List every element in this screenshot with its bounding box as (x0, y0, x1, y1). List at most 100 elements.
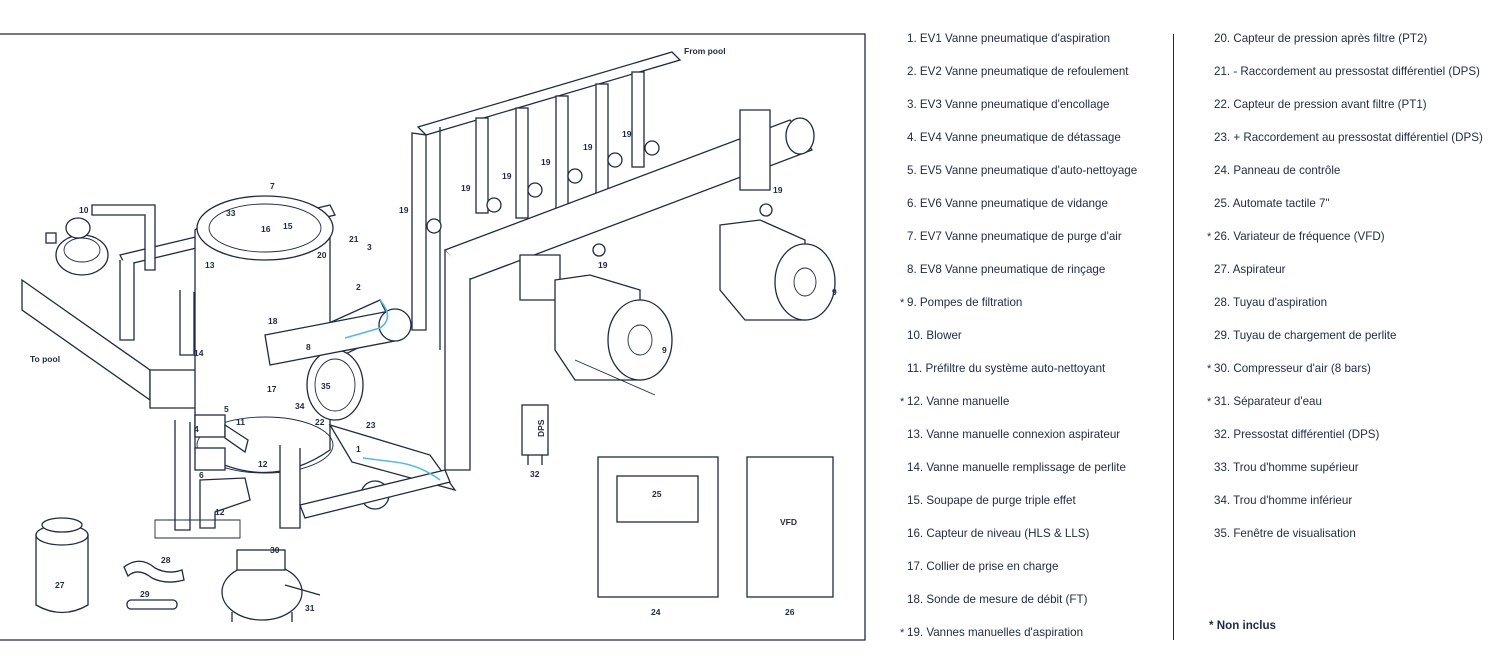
label-n19-e: 19 (583, 142, 593, 152)
control-panel (597, 456, 719, 598)
legend-column-2: 20. Capteur de pression après filtre (PT… (1207, 22, 1492, 550)
legend-item-text: 22. Capteur de pression avant filtre (PT… (1214, 98, 1427, 111)
label-n4: 4 (194, 424, 199, 434)
flow-arrow-upper (344, 299, 389, 339)
vfd-cabinet (746, 456, 834, 598)
legend-item: 16. Capteur de niveau (HLS & LLS) (900, 517, 1165, 550)
label-n3: 3 (367, 242, 372, 252)
label-n19-h: 19 (773, 185, 783, 195)
filter-tank (194, 195, 457, 529)
legend-item-text: 34. Trou d'homme inférieur (1214, 494, 1353, 507)
label-n32: 32 (530, 469, 540, 479)
label-n25: 25 (652, 489, 662, 499)
air-compressor (221, 549, 321, 622)
legend-item: 3. EV3 Vanne pneumatique d'encollage (900, 88, 1165, 121)
legend-footnote: * Non inclus (1209, 619, 1276, 632)
label-n6: 6 (199, 470, 204, 480)
legend-item-text: 17. Collier de prise en charge (907, 560, 1059, 573)
legend-item-text: 26. Variateur de fréquence (VFD) (1214, 230, 1385, 243)
legend-item: 11. Préfiltre du système auto-nettoyant (900, 352, 1165, 385)
legend-item-text: 3. EV3 Vanne pneumatique d'encollage (907, 98, 1110, 111)
legend-item-mark: * (1207, 231, 1212, 243)
legend-item-text: 20. Capteur de pression après filtre (PT… (1214, 32, 1428, 45)
legend-item-text: 15. Soupape de purge triple effet (907, 494, 1076, 507)
label-n14: 14 (194, 348, 204, 358)
flow-arrow-lower (362, 457, 441, 481)
legend-item-text: 32. Pressostat différentiel (DPS) (1214, 428, 1380, 441)
label-vfd-box: VFD (780, 517, 797, 527)
legend-item: 2. EV2 Vanne pneumatique de refoulement (900, 55, 1165, 88)
legend-item-text: 30. Compresseur d'air (8 bars) (1214, 362, 1371, 375)
diagram-frame (0, 33, 866, 641)
legend-item-text: 5. EV5 Vanne pneumatique d'auto-nettoyag… (907, 164, 1138, 177)
label-n13: 13 (205, 260, 215, 270)
label-n20: 20 (317, 250, 327, 260)
legend-column-1: 1. EV1 Vanne pneumatique d'aspiration 2. … (900, 22, 1165, 649)
legend-item-text: 6. EV6 Vanne pneumatique de vidange (907, 197, 1108, 210)
label-n28: 28 (161, 555, 171, 565)
label-n26: 26 (785, 607, 795, 617)
label-n19-a: 19 (399, 205, 409, 215)
legend-item-text: 25. Automate tactile 7" (1214, 197, 1330, 210)
legend-item: 35. Fenêtre de visualisation (1207, 517, 1492, 550)
legend-item: 20. Capteur de pression après filtre (PT… (1207, 22, 1492, 55)
legend-item-text: 13. Vanne manuelle connexion aspirateur (907, 428, 1121, 441)
legend-item-text: 21. - Raccordement au pressostat différe… (1214, 65, 1480, 78)
label-n11: 11 (236, 417, 245, 427)
legend-item: *31. Séparateur d'eau (1207, 385, 1492, 418)
legend-item: *12. Vanne manuelle (900, 385, 1165, 418)
label-n2: 2 (356, 282, 361, 292)
label-n30: 30 (270, 545, 280, 555)
legend-item: 27. Aspirateur (1207, 253, 1492, 286)
legend-item-text: 33. Trou d'homme supérieur (1214, 461, 1359, 474)
legend-item-text: 4. EV4 Vanne pneumatique de détassage (907, 131, 1121, 144)
label-n27: 27 (55, 580, 65, 590)
legend-item-mark: * (900, 396, 905, 408)
legend-item: 18. Sonde de mesure de débit (FT) (900, 583, 1165, 616)
label-n33: 33 (226, 208, 236, 218)
legend-item: 10. Blower (900, 319, 1165, 352)
blower (45, 204, 156, 276)
label-n31: 31 (305, 603, 315, 613)
label-dps-box: DPS (536, 419, 546, 437)
label-n9-front: 9 (662, 345, 667, 355)
legend-item-mark: * (1207, 396, 1212, 408)
legend-item: 22. Capteur de pression avant filtre (PT… (1207, 88, 1492, 121)
legend-item-text: 31. Séparateur d'eau (1214, 395, 1322, 408)
label-n9-back: 9 (832, 287, 837, 297)
label-n19-d: 19 (541, 157, 551, 167)
label-n8: 8 (306, 342, 311, 352)
label-n24: 24 (651, 607, 661, 617)
label-n19-g: 19 (598, 260, 608, 270)
pump-front (554, 274, 673, 396)
legend-item-text: 9. Pompes de filtration (907, 296, 1023, 309)
label-n17: 17 (267, 384, 277, 394)
suction-manifold (411, 51, 773, 350)
legend-item: 1. EV1 Vanne pneumatique d'aspiration (900, 22, 1165, 55)
label-from-pool: From pool (684, 46, 726, 56)
label-n19-f: 19 (622, 129, 632, 139)
legend-item: 32. Pressostat différentiel (DPS) (1207, 418, 1492, 451)
dps-unit (521, 404, 549, 465)
legend-item-text: 1. EV1 Vanne pneumatique d'aspiration (907, 32, 1111, 45)
legend-item-text: 8. EV8 Vanne pneumatique de rinçage (907, 263, 1106, 276)
legend-item: 34. Trou d'homme inférieur (1207, 484, 1492, 517)
legend-item: 15. Soupape de purge triple effet (900, 484, 1165, 517)
main-header-pipe (443, 109, 815, 471)
legend-item-text: 29. Tuyau de chargement de perlite (1214, 329, 1397, 342)
legend-item-text: 27. Aspirateur (1214, 263, 1286, 276)
legend-item: 7. EV7 Vanne pneumatique de purge d'air (900, 220, 1165, 253)
legend-item-text: 28. Tuyau d'aspiration (1214, 296, 1328, 309)
label-n7: 7 (270, 181, 275, 191)
legend-item-text: 10. Blower (907, 329, 962, 342)
legend-item: 4. EV4 Vanne pneumatique de détassage (900, 121, 1165, 154)
legend-item-mark: * (900, 627, 905, 639)
legend-item-text: 18. Sonde de mesure de débit (FT) (907, 593, 1088, 606)
label-n29: 29 (140, 589, 150, 599)
legend-item: 13. Vanne manuelle connexion aspirateur (900, 418, 1165, 451)
legend-item-text: 23. + Raccordement au pressostat différe… (1214, 131, 1483, 144)
legend-item: *30. Compresseur d'air (8 bars) (1207, 352, 1492, 385)
legend-item: 28. Tuyau d'aspiration (1207, 286, 1492, 319)
legend-item: 17. Collier de prise en charge (900, 550, 1165, 583)
legend-item-mark: * (900, 297, 905, 309)
